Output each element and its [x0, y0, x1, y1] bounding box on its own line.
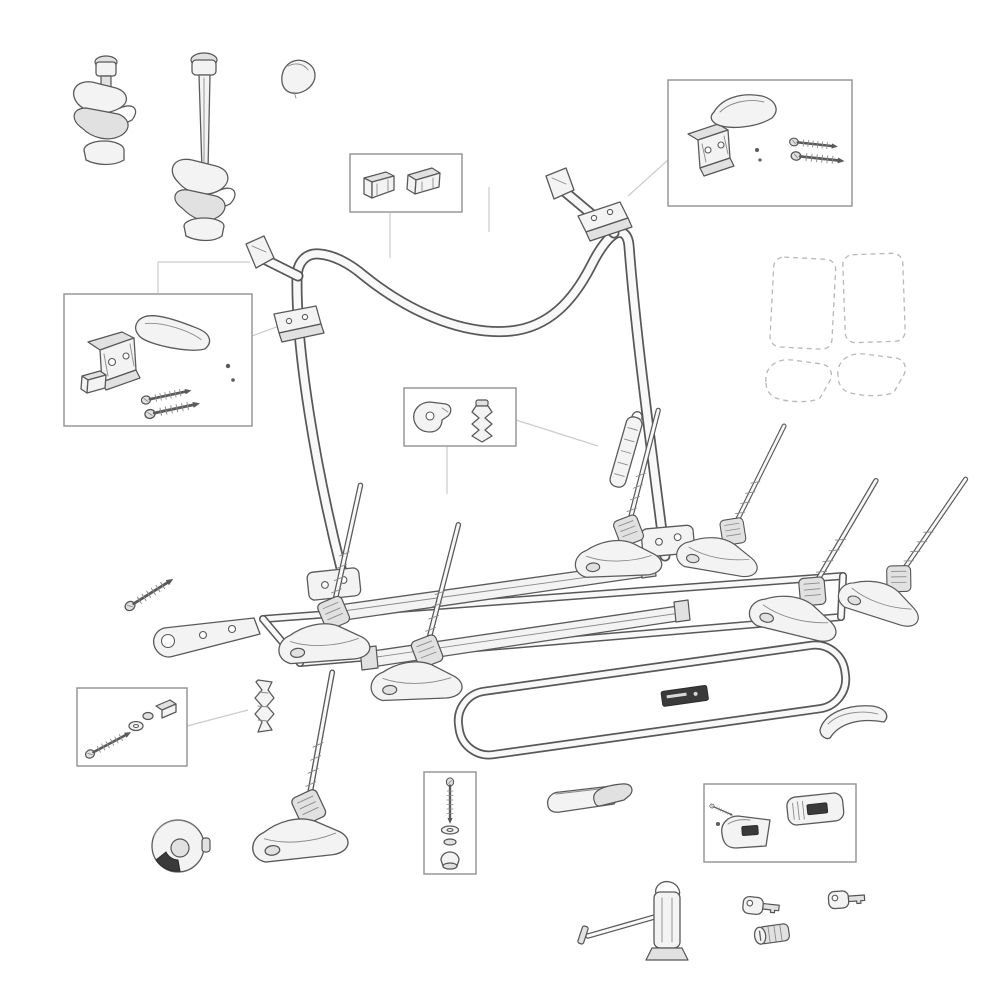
callout-small-screw-kit: [76, 687, 188, 767]
expander-strip: [254, 679, 275, 733]
frame-hoop: [291, 227, 671, 578]
clamp-long: [171, 52, 236, 242]
bumper-bar: [453, 640, 851, 760]
cover-cap-right: [710, 94, 777, 129]
callout-bracket-kit-left: [63, 293, 253, 427]
key-1: [741, 895, 781, 918]
clamp-short: [73, 55, 137, 166]
clip-left-kit: [80, 370, 107, 394]
arm-bracket-right: [577, 201, 633, 242]
bumper-pad-1: [721, 815, 771, 849]
tension-handle: [577, 880, 689, 961]
frame-clip-1: [363, 171, 395, 199]
callout-bumper-pads: [703, 783, 857, 863]
arm-end-plate-right: [545, 167, 575, 200]
cap-nut: [440, 851, 460, 870]
wheel-holder-6: [835, 454, 966, 631]
frame-strap: [609, 411, 643, 488]
frame-clip-2: [406, 167, 441, 195]
wheel-holder-7: [230, 672, 357, 865]
protection-pads: [765, 252, 907, 403]
wheel-tray-2: [359, 599, 691, 671]
wheel-holder-4: [675, 414, 784, 580]
brand-plate: [660, 685, 709, 707]
nut: [142, 711, 154, 721]
callout-bracket-kit-right: [667, 79, 853, 207]
arm-end-plate-left: [245, 235, 275, 269]
upright-bracket-left: [273, 305, 325, 343]
callout-clip-pair: [349, 153, 463, 213]
mounting-bracket-left: [87, 331, 141, 391]
leader-lines: [157, 159, 669, 727]
release-lever: [413, 401, 452, 433]
mounting-arm-left: [245, 235, 304, 282]
lock-cylinder: [753, 923, 790, 945]
end-cap: [281, 59, 316, 99]
main-frame: [245, 167, 851, 760]
callout-bolt-washer: [423, 771, 477, 875]
bumper-pad-2: [786, 792, 845, 826]
callout-handle-expander: [403, 387, 517, 447]
kit-clip: [155, 699, 177, 719]
mounting-bracket-right: [687, 123, 735, 177]
cover-strip: [819, 705, 888, 740]
fixing-screw: [121, 573, 178, 614]
rail-end-covers: [546, 783, 633, 813]
expander-plug: [471, 399, 493, 443]
key-2: [827, 888, 866, 910]
support-arm: [153, 617, 261, 658]
wheel-holder-5: [747, 461, 876, 646]
knob-cap: [151, 819, 211, 873]
cover-cap-left: [134, 315, 211, 351]
washer-small: [443, 838, 457, 846]
